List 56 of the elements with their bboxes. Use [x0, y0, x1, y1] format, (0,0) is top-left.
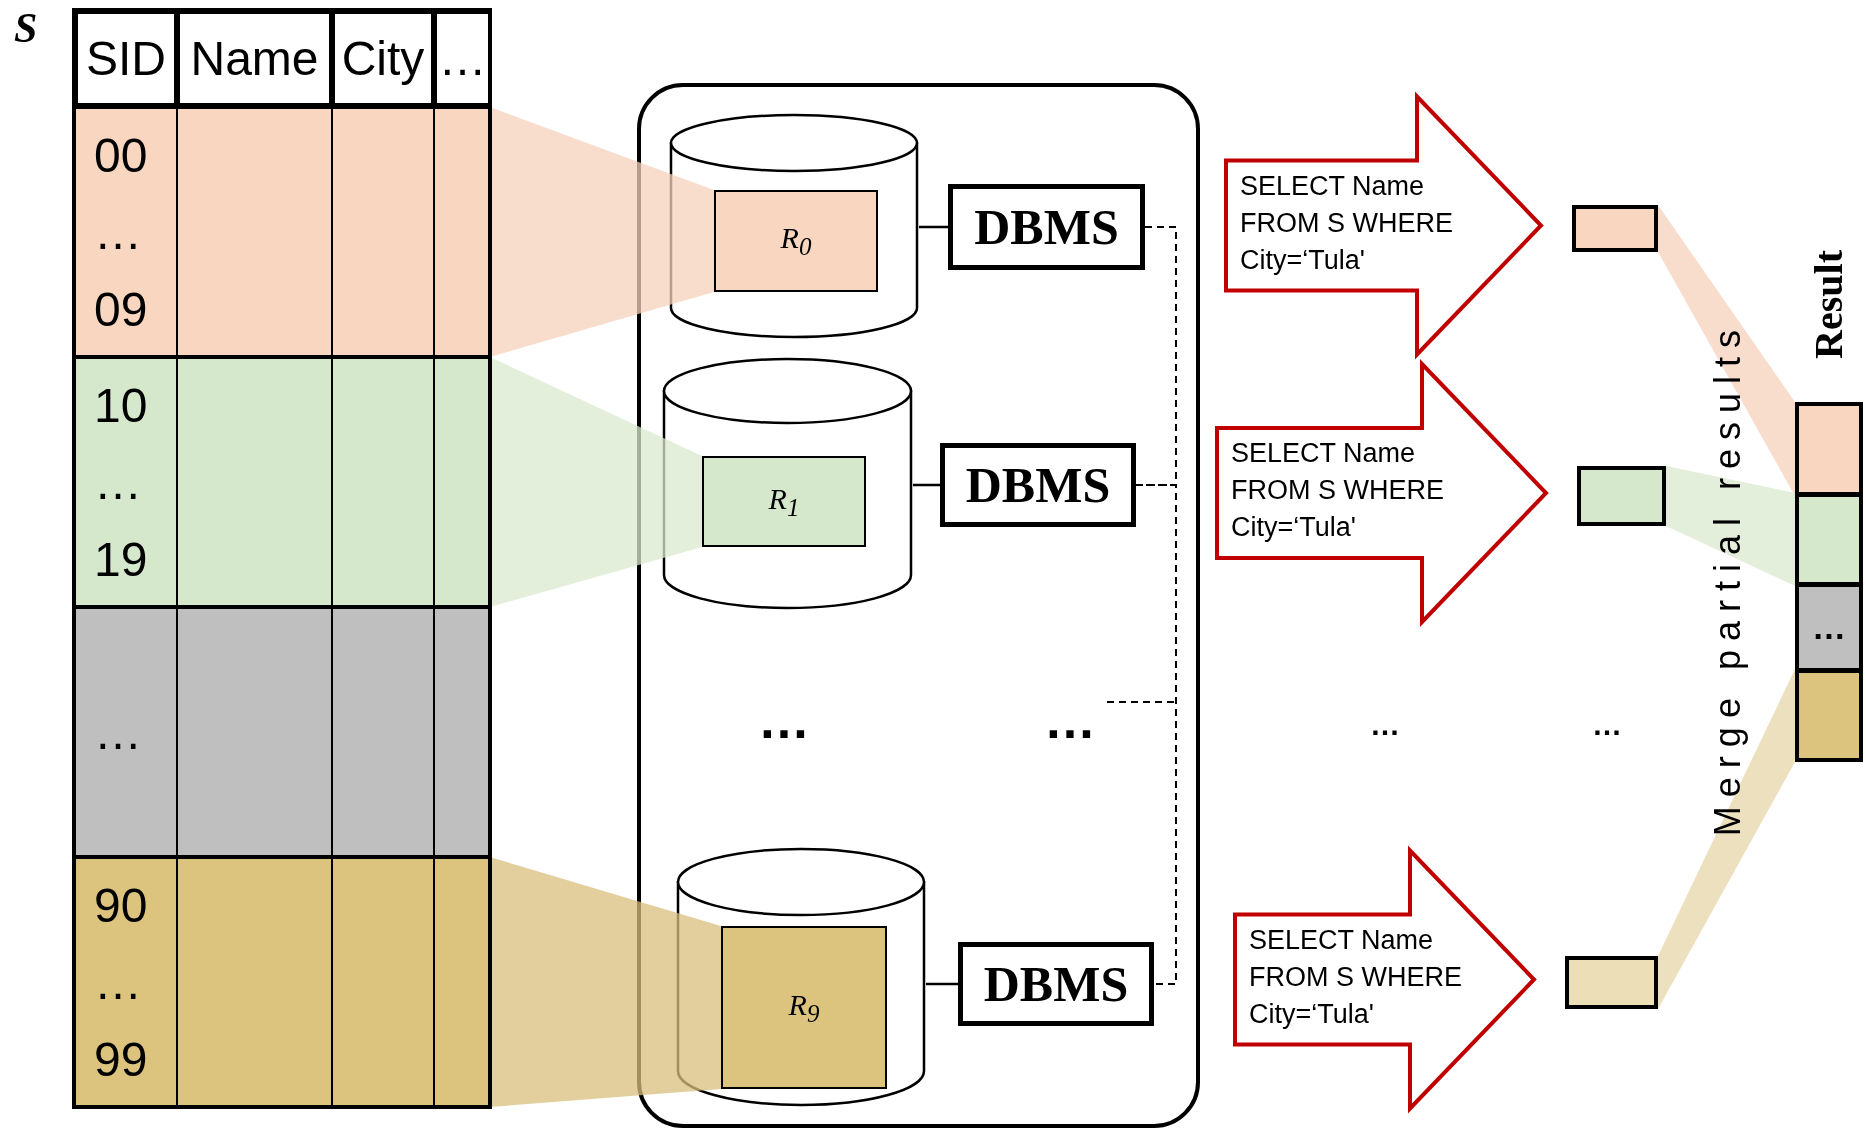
dbms-box [948, 184, 1145, 270]
ellipsis: … [1592, 708, 1622, 742]
partial-result-box [1565, 956, 1658, 1009]
result-segment [1795, 583, 1863, 672]
projection-band [490, 357, 702, 607]
query-text: SELECT Name FROM S WHERE City=‘Tula' [1240, 169, 1454, 277]
row-id-range: … [94, 704, 143, 761]
table-row-group [74, 107, 490, 357]
projection-band [1666, 466, 1795, 586]
partition-label: R$_{9}$ [788, 987, 820, 1028]
projection-band [490, 857, 721, 1107]
dbms-box [958, 942, 1154, 1026]
partition-box [721, 926, 887, 1089]
row-id-range: 00 … 09 [94, 127, 149, 338]
ellipsis: … [1812, 608, 1846, 647]
column-header: SID [74, 10, 176, 107]
result-segment [1795, 669, 1863, 762]
dbms-label: DBMS [974, 198, 1119, 256]
row-id-range: 10 … 19 [94, 377, 149, 588]
connector-line [919, 225, 948, 229]
ellipsis: … [758, 690, 810, 750]
partition-box [702, 456, 866, 547]
result-segment [1795, 493, 1863, 586]
result-segment [1795, 402, 1863, 496]
result-heading: Result [1809, 250, 1849, 359]
partition-label: R$_{1}$ [768, 481, 800, 522]
result-stack [1795, 250, 1863, 762]
column-header: … [433, 10, 490, 107]
partition-box [714, 190, 878, 292]
table-name: S [14, 4, 38, 52]
dbms-label: DBMS [983, 955, 1129, 1013]
block-arrow [1224, 91, 1544, 360]
rotated-caption: Merge partial results [1708, 321, 1748, 837]
partition-label: R$_{0}$ [780, 221, 812, 261]
table-row-group [74, 607, 490, 857]
connector-line [926, 982, 958, 986]
block-arrow [1215, 359, 1549, 627]
table-row-group [74, 357, 490, 607]
query-text: SELECT Name FROM S WHERE City=‘Tula' [1231, 437, 1445, 544]
dbms-label: DBMS [965, 456, 1111, 514]
query-text: SELECT Name FROM S WHERE City=‘Tula' [1249, 923, 1463, 1031]
table-row-group [74, 857, 490, 1107]
connector-line [913, 483, 940, 487]
projection-band [1658, 205, 1795, 496]
projection-band [490, 107, 714, 357]
database-cylinder [662, 357, 913, 610]
partial-result-box [1577, 466, 1666, 526]
column-header: City [331, 10, 433, 107]
column-header: Name [176, 10, 331, 107]
ellipsis: … [1370, 708, 1400, 742]
partial-result-box [1572, 205, 1658, 252]
row-id-range: 90 … 99 [94, 877, 149, 1088]
block-arrow [1233, 845, 1537, 1114]
dbms-box [940, 443, 1136, 527]
projection-band [1658, 669, 1795, 1009]
ellipsis: … [1044, 690, 1096, 750]
